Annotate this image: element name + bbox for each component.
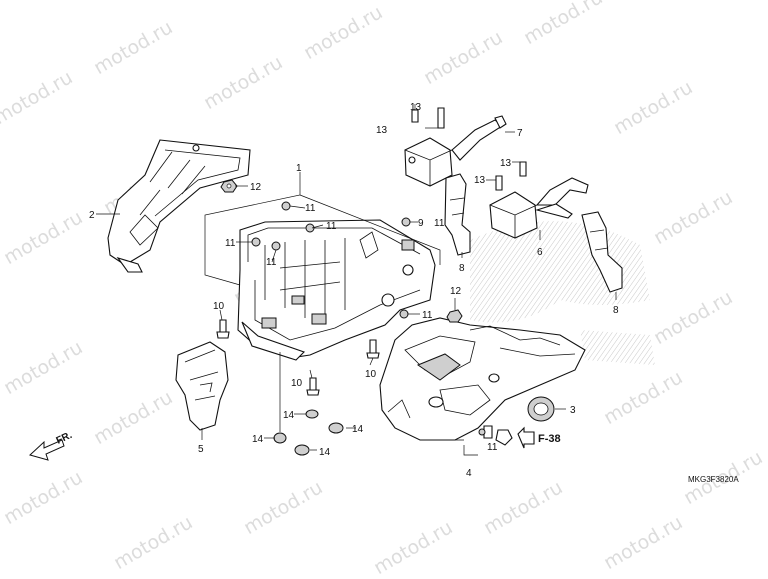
clip-fastener [495,429,513,446]
part-1-housing [237,219,436,361]
callout-11: 11 [225,238,236,249]
part-10-bolts [216,319,380,396]
part-5-small-cover [175,341,229,431]
callout-5: 5 [198,444,204,455]
callout-11: 11 [266,257,277,268]
part-4-lower-cowl [379,317,586,441]
callout-14: 14 [319,447,331,458]
part-12-nut-lower [446,309,463,323]
callout-11: 11 [487,442,498,453]
part-3-grommet [527,396,555,422]
callout-1: 1 [296,163,302,174]
part-12-nut [220,179,238,193]
reference-arrow [517,426,535,449]
callout-13: 13 [376,125,388,136]
front-direction-arrow: FR. [29,430,74,461]
callout-10: 10 [365,369,377,380]
callout-13: 13 [474,175,486,186]
callout-2: 2 [89,210,95,221]
callout-11: 11 [434,218,445,229]
callout-14: 14 [283,410,295,421]
part-1-bracket-lines [204,183,441,286]
callout-11: 11 [422,310,433,321]
callout-8: 8 [459,263,465,274]
part-2-side-cover [107,139,251,273]
direction-label: FR. [55,430,74,447]
part-14-grommets [273,409,344,456]
callout-12: 12 [450,286,462,297]
reference-label: F-38 [538,433,561,445]
callout-13: 13 [410,102,422,113]
part-6-ignition-coil [489,177,589,239]
callout-11: 11 [305,203,316,214]
callout-numbers: 1 2 3 4 5 6 7 8 8 9 10 10 10 11 11 11 11… [89,102,619,479]
callout-6: 6 [537,247,543,258]
callout-4: 4 [466,468,472,479]
callout-10: 10 [213,301,225,312]
leader-lines [96,104,617,456]
part-7-ignition-coil [404,115,507,187]
callout-13: 13 [500,158,512,169]
callout-12: 12 [250,182,262,193]
callout-14: 14 [352,424,364,435]
part-13-bolts [411,107,527,191]
callout-14: 14 [252,434,264,445]
callout-10: 10 [291,378,303,389]
part-8-plug-cap-right [581,211,623,293]
callout-8: 8 [613,305,619,316]
callout-7: 7 [517,128,523,139]
diagram-code: MKG3F3820A [688,475,739,484]
callout-9: 9 [418,218,424,229]
part-8-plug-cap-left [444,173,471,256]
callout-11: 11 [326,221,337,232]
callout-3: 3 [570,405,576,416]
